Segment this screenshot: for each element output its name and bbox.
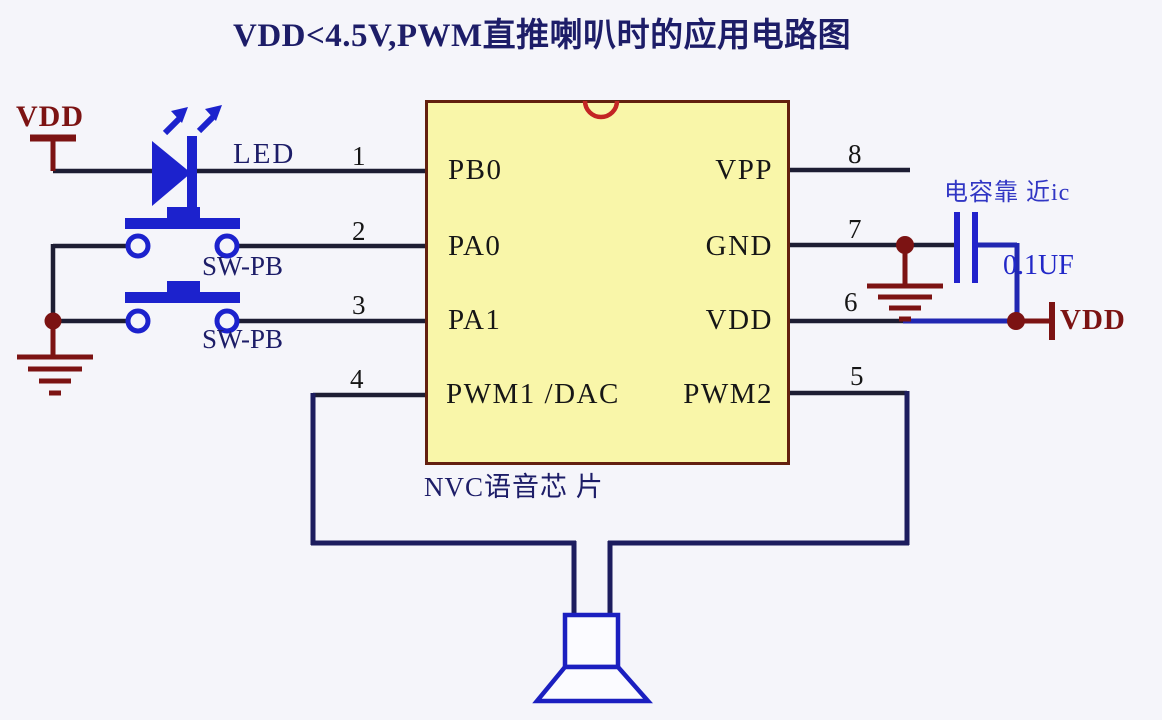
led-label: LED	[233, 138, 296, 170]
button1-cap-bar	[125, 218, 240, 229]
pin-label-pb0: PB0	[448, 154, 503, 186]
pin-number-3: 3	[352, 290, 366, 320]
button2-plunger	[167, 281, 200, 293]
capacitor-value-label: 0.1UF	[1003, 250, 1074, 281]
led-arrow2-shaft	[196, 114, 216, 134]
speaker-symbol	[532, 612, 653, 704]
pin-number-4: 4	[350, 364, 364, 394]
junction-dot-vdd	[1007, 312, 1025, 330]
capacitor-symbol	[954, 212, 978, 283]
pin-label-pwm1-dac: PWM1 /DAC	[446, 378, 620, 410]
pin-label-pa0: PA0	[448, 230, 502, 262]
pin-label-pa1: PA1	[448, 304, 502, 336]
button2-cap-bar	[125, 292, 240, 303]
chip-body	[425, 100, 790, 465]
push-button-symbol-1	[125, 207, 240, 259]
pin-label-pwm2: PWM2	[683, 378, 773, 410]
capacitor-note-label: 电容靠 近ic	[944, 180, 1071, 206]
led-arrow1-shaft	[162, 116, 182, 136]
speaker-cone	[532, 664, 653, 704]
button1-contact-left	[125, 233, 151, 259]
pin-number-8: 8	[848, 139, 862, 169]
schematic-title: VDD<4.5V,PWM直推喇叭时的应用电路图	[233, 18, 852, 54]
pin-number-7: 7	[848, 214, 862, 244]
led-cathode-bar	[187, 136, 197, 212]
ground-symbol-left	[17, 321, 93, 396]
pin-label-gnd: GND	[705, 230, 773, 262]
pin-number-2: 2	[352, 216, 366, 246]
button1-plunger	[167, 207, 200, 219]
switch1-label: SW-PB	[202, 251, 284, 281]
led-arrow2-head-icon	[205, 105, 222, 121]
switch2-label: SW-PB	[202, 324, 284, 354]
junction-dot-gnd	[896, 236, 914, 254]
ground-symbol-right	[867, 245, 943, 322]
pin-number-1: 1	[352, 141, 366, 171]
pin-number-6: 6	[844, 287, 858, 317]
led-arrow1-head-icon	[171, 107, 188, 123]
pin-label-vpp: VPP	[715, 154, 773, 186]
button2-contact-left	[125, 308, 151, 334]
led-symbol	[152, 105, 222, 212]
led-triangle	[152, 141, 191, 206]
junction-dot-left	[44, 312, 62, 330]
pin-number-5: 5	[850, 361, 864, 391]
pin-label-vdd: VDD	[705, 304, 773, 336]
vdd-right-label: VDD	[1060, 304, 1126, 336]
chip-name-label: NVC语音芯 片	[424, 472, 604, 502]
vdd-net-wires	[903, 242, 1020, 324]
speaker-body	[562, 612, 621, 670]
vdd-left-label: VDD	[16, 100, 84, 133]
